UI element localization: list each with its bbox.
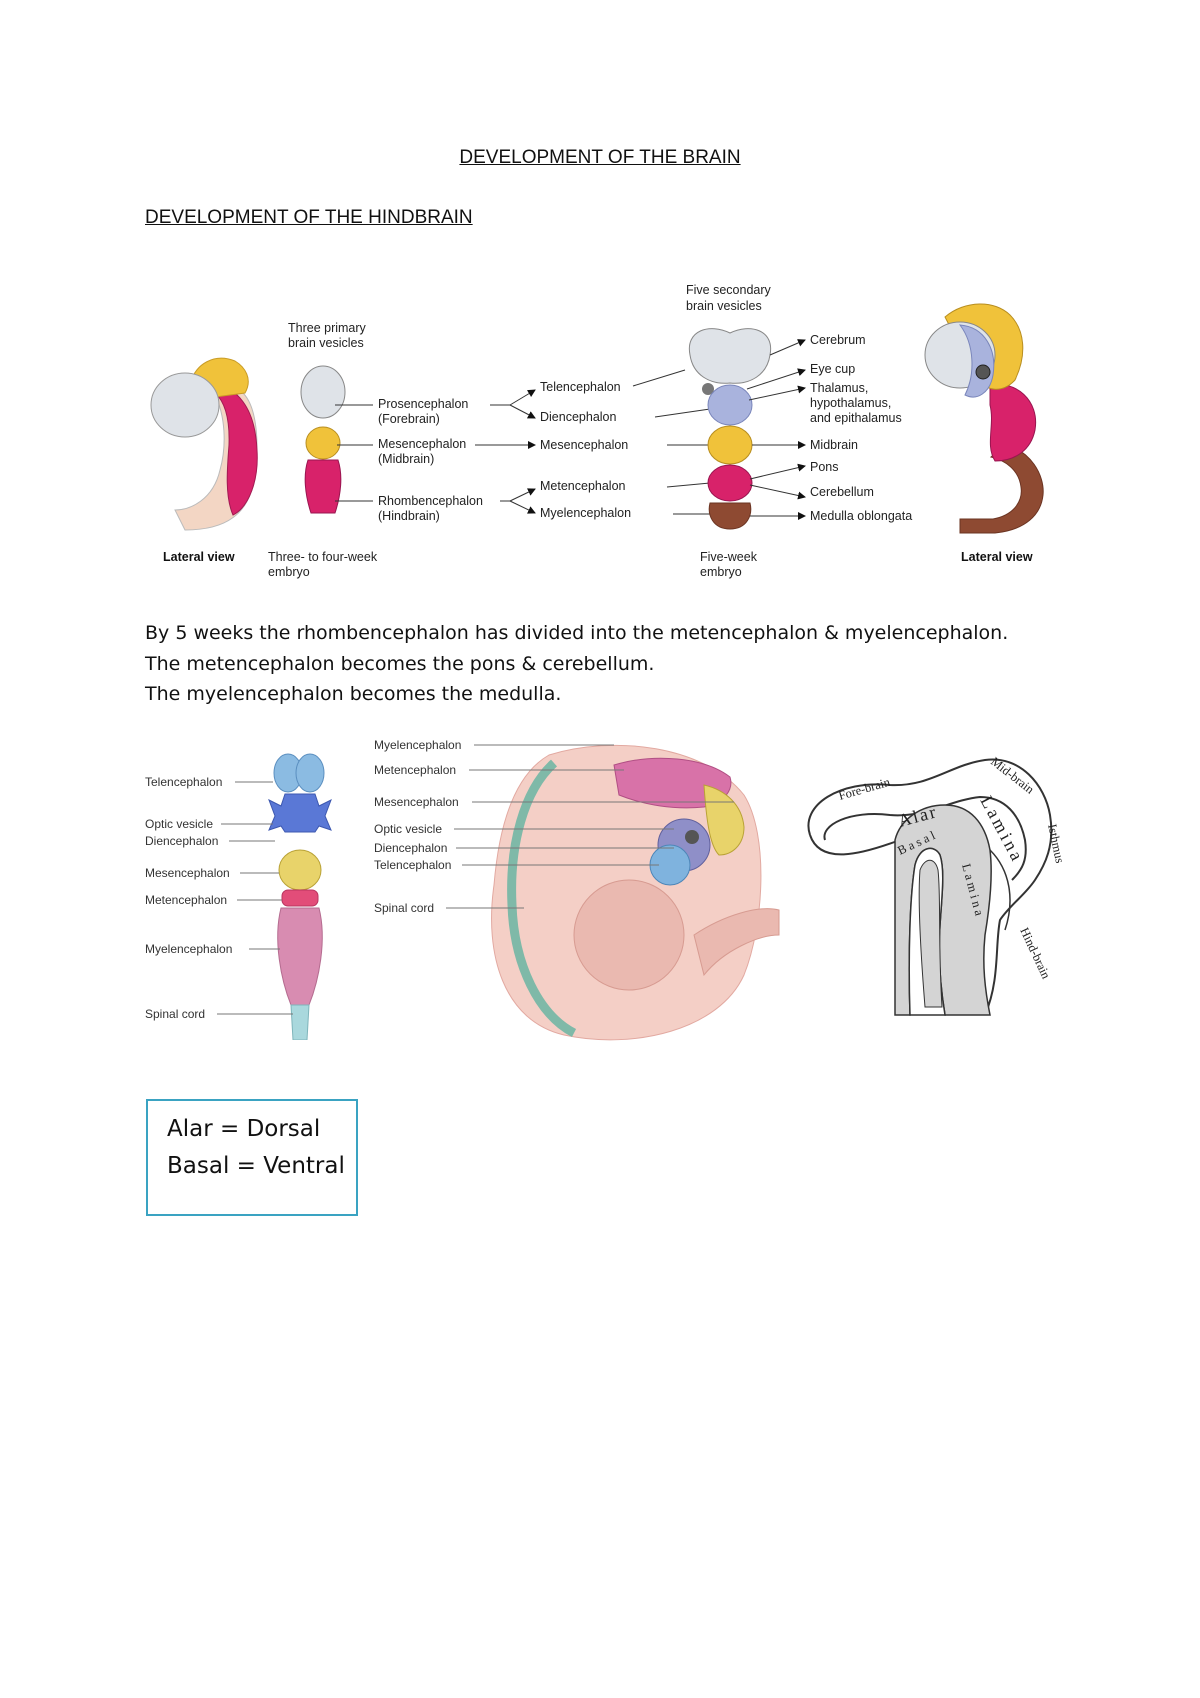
mid-diencephalon-label: Diencephalon xyxy=(374,841,447,855)
left-diencephalon-label: Diencephalon xyxy=(145,834,218,848)
telencephalon-label: Telencephalon xyxy=(540,380,621,394)
left-optic-vesicle-label: Optic vesicle xyxy=(145,817,213,831)
mid-optic-vesicle-label: Optic vesicle xyxy=(374,822,442,836)
lateral-view-left-label: Lateral view xyxy=(163,550,235,564)
left-myelencephalon-label: Myelencephalon xyxy=(145,942,232,956)
embryo-illustration xyxy=(491,744,780,1041)
forebrain-label: (Forebrain) xyxy=(378,412,440,426)
eye-cup-label: Eye cup xyxy=(810,362,855,376)
prosencephalon-label: Prosencephalon xyxy=(378,397,468,411)
thalamus-label: Thalamus, xyxy=(810,381,868,395)
left-metencephalon-label: Metencephalon xyxy=(145,893,227,907)
diencephalon-label: Diencephalon xyxy=(540,410,616,424)
secondary-vesicles-illustration xyxy=(688,328,772,530)
primary-vesicles-illustration xyxy=(300,365,346,514)
late-embryo-caption-1: Five-week xyxy=(700,550,758,564)
mid-telencephalon-label: Telencephalon xyxy=(374,858,451,872)
lateral-view-right-illustration xyxy=(924,303,1044,534)
midbrain-label: Midbrain xyxy=(810,438,858,452)
note-line-2: Basal = Ventral xyxy=(167,1153,345,1179)
page-title: DEVELOPMENT OF THE BRAIN xyxy=(459,147,741,168)
mesencephalon-secondary-label: Mesencephalon xyxy=(540,438,628,452)
isthmus-label: Isthmus xyxy=(1045,823,1067,865)
lateral-view-left-illustration xyxy=(150,357,258,531)
lateral-view-right-label: Lateral view xyxy=(961,550,1033,564)
hypothalamus-label: hypothalamus, xyxy=(810,396,891,410)
mid-metencephalon-label: Metencephalon xyxy=(374,763,456,777)
paragraph-line-3: The myelencephalon becomes the medulla. xyxy=(145,683,562,705)
metencephalon-label: Metencephalon xyxy=(540,479,626,493)
left-mesencephalon-label: Mesencephalon xyxy=(145,866,230,880)
medulla-oblongata-label: Medulla oblongata xyxy=(810,509,912,523)
paragraph-line-2: The metencephalon becomes the pons & cer… xyxy=(145,652,655,675)
late-embryo-caption-2: embryo xyxy=(700,565,742,579)
neural-tube-figure: Telencephalon Optic vesicle Diencephalon… xyxy=(145,753,332,1040)
rhombencephalon-label: Rhombencephalon xyxy=(378,494,483,508)
left-spinal-cord-label: Spinal cord xyxy=(145,1007,205,1021)
mid-mesencephalon-label: Mesencephalon xyxy=(374,795,459,809)
mid-myelencephalon-label: Myelencephalon xyxy=(374,738,461,752)
body-paragraph: By 5 weeks the rhombencephalon has divid… xyxy=(145,618,1008,710)
brain-vesicles-figure: Lateral view Three primary brain vesicle… xyxy=(150,283,1044,579)
cerebrum-label: Cerebrum xyxy=(810,333,866,347)
mid-spinal-cord-label: Spinal cord xyxy=(374,901,434,915)
neural-tube-illustration xyxy=(268,753,332,1040)
mesencephalon-primary-label: Mesencephalon xyxy=(378,437,466,451)
early-embryo-caption-1: Three- to four-week xyxy=(268,550,378,564)
hindbrain-label: (Hindbrain) xyxy=(378,509,440,523)
epithalamus-label: and epithalamus xyxy=(810,411,902,425)
section-heading: DEVELOPMENT OF THE HINDBRAIN xyxy=(145,207,473,228)
pons-label: Pons xyxy=(810,460,839,474)
fore-brain-label: Fore-brain xyxy=(837,775,892,803)
early-embryo-caption-2: embryo xyxy=(268,565,310,579)
note-line-1: Alar = Dorsal xyxy=(167,1116,321,1142)
secondary-vesicles-title-1: Five secondary xyxy=(686,283,772,297)
primary-vesicles-title-1: Three primary xyxy=(288,321,367,335)
midbrain-primary-label: (Midbrain) xyxy=(378,452,434,466)
secondary-vesicles-title-2: brain vesicles xyxy=(686,299,762,313)
left-telencephalon-label: Telencephalon xyxy=(145,775,222,789)
alar-basal-lamina-figure: Fore-brain Mid-brain Alar Lamina Basal L… xyxy=(807,754,1067,1016)
alar-basal-note-box: Alar = Dorsal Basal = Ventral xyxy=(146,1099,358,1216)
primary-vesicles-title-2: brain vesicles xyxy=(288,336,364,350)
hind-brain-label: Hind-brain xyxy=(1017,925,1053,981)
cerebellum-label: Cerebellum xyxy=(810,485,874,499)
myelencephalon-label: Myelencephalon xyxy=(540,506,631,520)
embryo-figure: Myelencephalon Metencephalon Mesencephal… xyxy=(374,738,780,1041)
lamina-outline-illustration xyxy=(807,758,1053,1016)
paragraph-line-1: By 5 weeks the rhombencephalon has divid… xyxy=(145,622,1009,644)
